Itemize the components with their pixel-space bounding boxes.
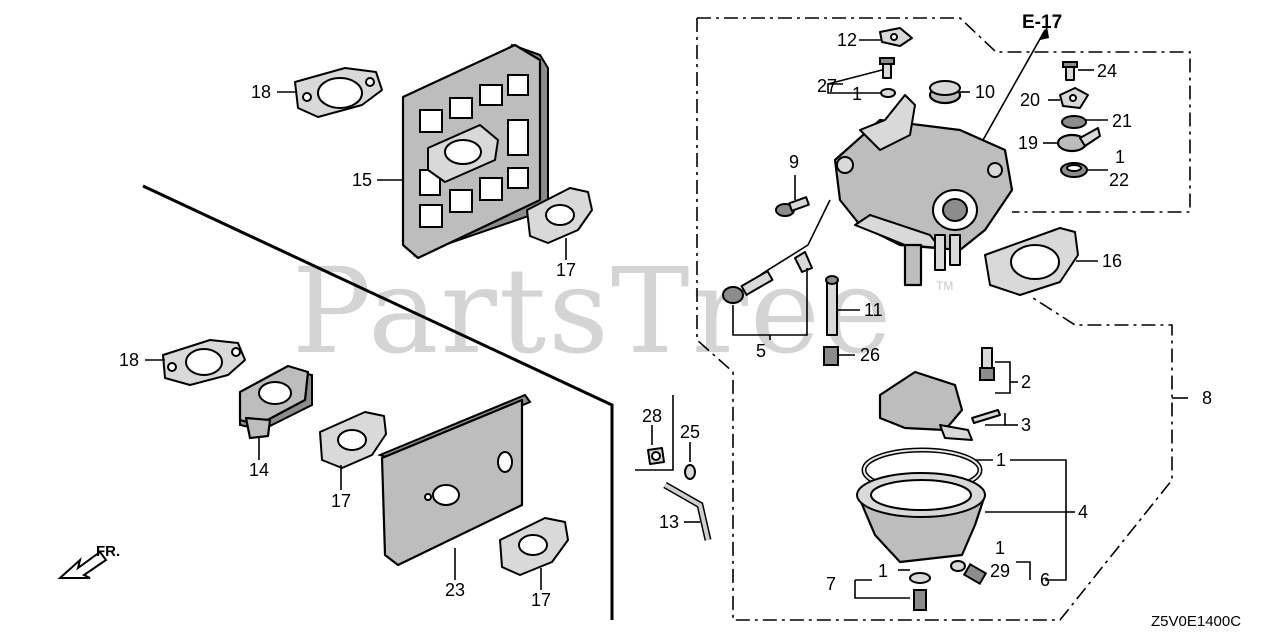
part-26-jet[interactable] [823,346,839,366]
callout-28[interactable]: 28 [642,406,662,426]
part-5-pilot-screw[interactable] [722,251,813,304]
reference-e17[interactable]: E-17 [1022,12,1062,33]
callout-8[interactable]: 8 [1202,388,1212,408]
part-17-gasket-lower[interactable] [499,517,569,576]
part-25-ring[interactable] [684,464,696,480]
front-direction-arrow: FR. [57,543,120,579]
part-27-screw[interactable] [879,57,895,79]
callout-9[interactable]: 9 [789,152,799,172]
part-17-gasket-upper[interactable] [526,187,593,244]
callout-leaders [145,39,1188,599]
part-10-cap[interactable] [928,80,962,105]
callout-12[interactable]: 12 [837,30,857,50]
part-17-gasket-middle[interactable] [319,411,387,469]
callout-19[interactable]: 19 [1018,133,1038,153]
callout-3[interactable]: 3 [1021,415,1031,435]
reference-leader [982,29,1046,141]
callout-24[interactable]: 24 [1097,61,1117,81]
callout-22[interactable]: 22 [1109,170,1129,190]
part-9-screw[interactable] [775,196,810,217]
part-7-drain-bolt[interactable] [909,572,931,611]
callout-13[interactable]: 13 [659,512,679,532]
part-28-clip[interactable] [647,447,665,465]
part-29-drain-screw[interactable] [950,560,988,586]
part-16-gasket[interactable] [984,227,1079,296]
part-23-shield-plate[interactable] [377,393,532,567]
bracket-28-25 [635,395,674,471]
screw-5-leader [759,199,831,276]
callout-29[interactable]: 29 [990,561,1010,581]
carburetor-frame-body [696,18,1173,621]
callout-26[interactable]: 26 [860,345,880,365]
callout-7[interactable]: 7 [826,574,836,594]
callout-21[interactable]: 21 [1112,111,1132,131]
callout-15[interactable]: 15 [352,170,372,190]
part-2-needle-valve[interactable] [979,347,995,381]
callout-17-upper[interactable]: 17 [556,260,576,280]
part-15-insulator-plate[interactable] [401,43,549,260]
callout-20[interactable]: 20 [1020,90,1040,110]
carburetor-body[interactable] [833,94,1014,287]
callout-1-drain[interactable]: 1 [995,538,1005,558]
callout-17-lower[interactable]: 17 [531,590,551,610]
part-24-screw[interactable] [1062,61,1078,81]
callout-18-lower[interactable]: 18 [119,350,139,370]
part-13-rod[interactable] [663,481,712,541]
part-14-insulator[interactable] [238,364,313,440]
callout-1-top[interactable]: 1 [852,84,862,104]
callout-17-middle[interactable]: 17 [331,491,351,511]
callout-1-right[interactable]: 1 [1115,147,1125,167]
callout-4[interactable]: 4 [1078,502,1088,522]
part-21-seal[interactable] [1061,115,1087,129]
callout-16[interactable]: 16 [1102,251,1122,271]
section-divider [142,184,614,620]
callout-1-bolt[interactable]: 1 [878,561,888,581]
part-20-plate[interactable] [1059,87,1089,109]
part-22-o-ring[interactable] [1060,162,1088,178]
front-label: FR. [96,543,120,560]
reference-arrow [1040,26,1049,40]
callout-labels: 18 15 17 18 14 17 23 17 28 25 13 12 27 1… [119,12,1212,610]
callout-6[interactable]: 6 [1040,570,1050,590]
callout-2[interactable]: 2 [1021,372,1031,392]
diagram-code: Z5V0E1400C [1151,613,1241,630]
part-12-cap[interactable] [879,27,913,47]
callout-18-top[interactable]: 18 [251,82,271,102]
part-18-gasket-lower[interactable] [162,339,246,386]
part-18-gasket-top[interactable] [294,67,383,118]
callout-11[interactable]: 11 [864,300,883,320]
watermark-text: PartsTree [292,242,894,380]
part-19-valve[interactable] [1056,127,1101,153]
callout-1-bowl-ring[interactable]: 1 [996,450,1006,470]
callout-5[interactable]: 5 [756,341,766,361]
callout-10[interactable]: 10 [975,82,995,102]
callout-14[interactable]: 14 [249,460,269,480]
part-11-needle[interactable] [825,275,839,336]
part-1-washer-top[interactable] [880,88,896,98]
callout-27[interactable]: 27 [817,76,837,96]
watermark-trademark: TM [936,279,953,293]
callout-25[interactable]: 25 [680,422,700,442]
part-4-float-bowl[interactable] [856,472,987,564]
callout-23[interactable]: 23 [445,580,465,600]
carburetor-frame-top [697,17,1191,213]
part-3-float-pin[interactable] [971,409,1001,424]
float[interactable] [878,370,973,441]
